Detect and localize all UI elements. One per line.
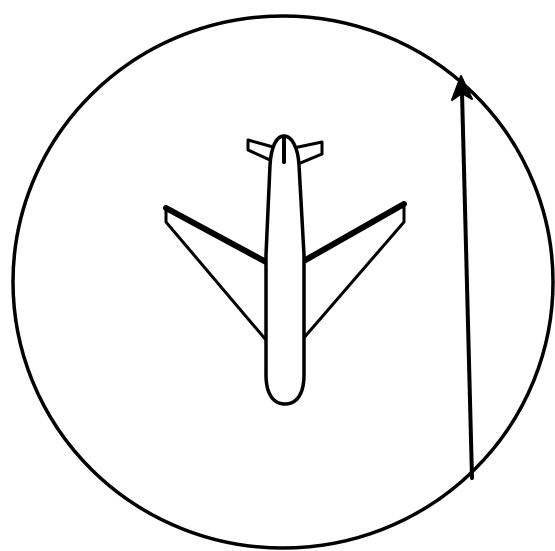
fuselage xyxy=(266,136,304,404)
